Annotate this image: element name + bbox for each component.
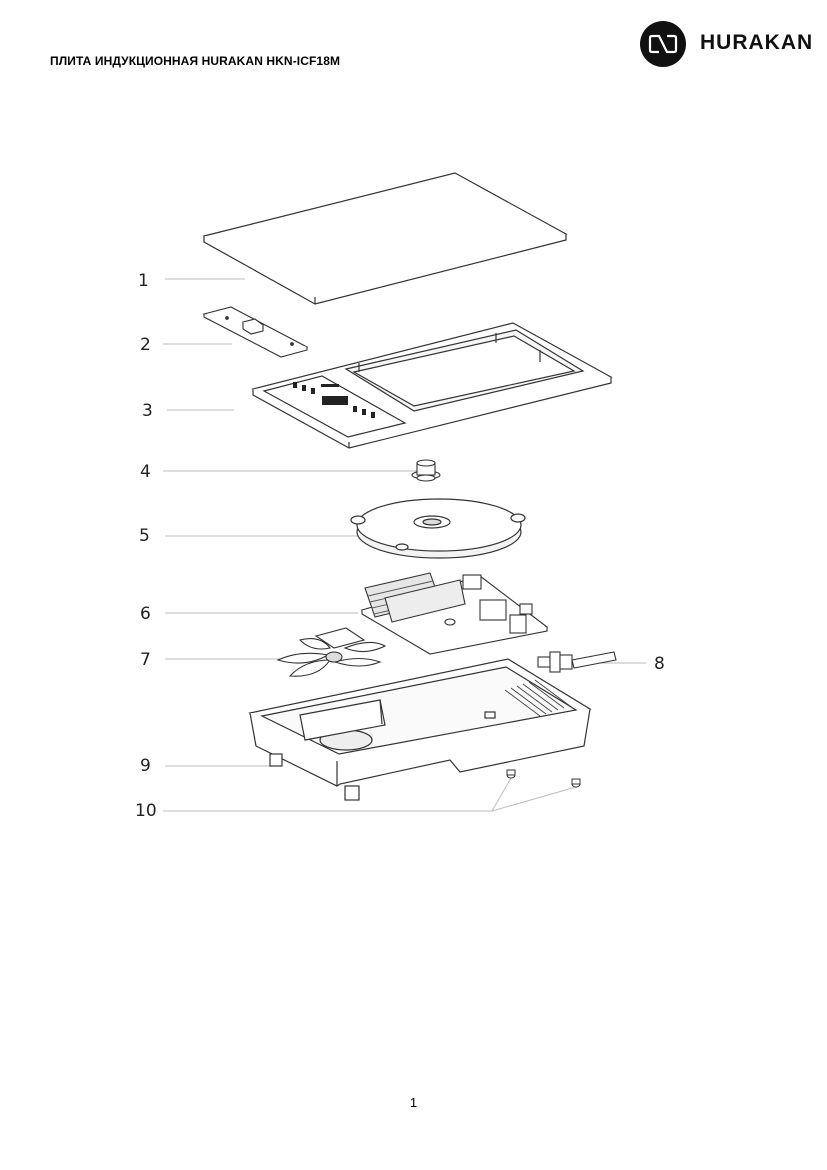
part-1-glass-plate — [202, 172, 568, 305]
brand-name: HURAKAN — [700, 31, 814, 54]
document-title: ПЛИТА ИНДУКЦИОННАЯ HURAKAN HKN-ICF18M — [50, 54, 341, 68]
callout-4: 4 — [140, 462, 151, 482]
part-2-control-board — [202, 306, 309, 358]
callout-8: 8 — [654, 654, 665, 674]
part-10-rubber-feet — [506, 769, 581, 788]
part-7-cooling-fan — [276, 627, 387, 677]
page-number: 1 — [409, 1095, 418, 1110]
callout-6: 6 — [140, 604, 151, 624]
part-3-top-frame — [251, 322, 613, 449]
callout-5: 5 — [139, 526, 150, 546]
callout-2: 2 — [140, 335, 151, 355]
part-9-bottom-housing — [248, 658, 592, 801]
part-5-induction-coil — [350, 498, 526, 559]
callout-1: 1 — [138, 271, 149, 291]
part-8-cord-inlet — [537, 651, 617, 673]
part-4-temperature-sensor — [411, 459, 441, 482]
callout-3: 3 — [142, 401, 153, 421]
part-6-power-board — [360, 572, 549, 655]
brand-logo: HURAKAN — [640, 21, 815, 67]
callout-10: 10 — [135, 801, 157, 821]
callout-9: 9 — [140, 756, 151, 776]
callout-7: 7 — [140, 650, 151, 670]
leader-lines — [163, 278, 646, 812]
hurakan-logo-icon — [640, 21, 686, 67]
